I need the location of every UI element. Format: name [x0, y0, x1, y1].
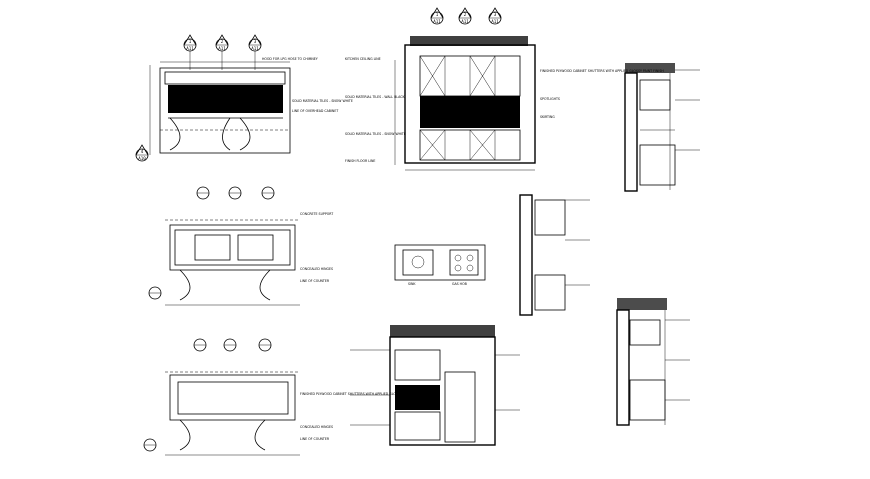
section-tag-top-3: 3 A11 — [488, 7, 502, 25]
svg-text:A11: A11 — [491, 19, 499, 24]
section-tag-3: 3 A11 — [248, 34, 262, 52]
section-view-3 — [616, 298, 690, 426]
svg-text:GAS HOB: GAS HOB — [452, 282, 467, 286]
svg-text:FINISHED PLYWOOD CABINET SHUTT: FINISHED PLYWOOD CABINET SHUTTERS WITH A… — [540, 69, 664, 73]
svg-text:FINISHED PLYWOOD CABINET SHUTT: FINISHED PLYWOOD CABINET SHUTTERS WITH A… — [300, 392, 424, 396]
section-view-2 — [519, 194, 590, 316]
svg-text:A11: A11 — [433, 19, 441, 24]
elevation-view-2 — [350, 325, 520, 446]
section-view-1 — [624, 63, 700, 192]
svg-text:SKIRTING: SKIRTING — [540, 115, 555, 119]
svg-text:3: 3 — [254, 39, 257, 44]
svg-text:1: 1 — [189, 39, 192, 44]
svg-text:A11: A11 — [461, 19, 469, 24]
svg-text:FINISH FLOOR LINE: FINISH FLOOR LINE — [345, 159, 375, 163]
svg-text:SOLID MATERIAL TILES - WALL BL: SOLID MATERIAL TILES - WALL BLACK — [345, 95, 405, 99]
plan-view-small: SINK GAS HOB — [394, 244, 486, 286]
svg-text:4: 4 — [141, 149, 144, 154]
plan-view-2: CONCRETE SUPPORT CONCEALED HINGES LINE O… — [148, 186, 333, 306]
section-tag-2: 2 A11 — [215, 34, 229, 52]
svg-text:CONCEALED HINGES: CONCEALED HINGES — [300, 267, 333, 271]
elevation-tag-4: 4 A10 — [135, 144, 149, 162]
svg-text:2: 2 — [464, 12, 467, 17]
svg-text:CONCEALED HINGES: CONCEALED HINGES — [300, 425, 333, 429]
svg-text:SOLID MATERIAL TILES - SNOW WH: SOLID MATERIAL TILES - SNOW WHITE — [345, 132, 406, 136]
svg-text:SINK: SINK — [408, 282, 416, 286]
svg-text:A11: A11 — [218, 46, 226, 51]
section-tag-1: 1 A11 — [183, 34, 197, 52]
elevation-view-1: 1 A11 2 A11 3 A11 KITCHE — [345, 7, 664, 171]
section-tag-top-1: 1 A11 — [430, 7, 444, 25]
svg-text:LINE OF COUNTER: LINE OF COUNTER — [300, 279, 330, 283]
svg-text:KITCHEN CEILING LINE: KITCHEN CEILING LINE — [345, 57, 381, 61]
plan-view-1: 1 A11 2 A11 3 A11 HOOD FOR LPG HO — [135, 34, 353, 162]
plan-view-3: FINISHED PLYWOOD CABINET SHUTTERS WITH A… — [143, 338, 424, 456]
svg-text:A11: A11 — [186, 46, 194, 51]
svg-text:SPOTLIGHTS: SPOTLIGHTS — [540, 97, 560, 101]
svg-text:CONCRETE SUPPORT: CONCRETE SUPPORT — [300, 212, 333, 216]
svg-text:3: 3 — [494, 12, 497, 17]
svg-text:2: 2 — [221, 39, 224, 44]
svg-text:LINE OF COUNTER: LINE OF COUNTER — [300, 437, 330, 441]
svg-text:A11: A11 — [251, 46, 259, 51]
svg-text:SOLID MATERIAL TILES - SNOW WH: SOLID MATERIAL TILES - SNOW WHITE — [292, 99, 353, 103]
svg-text:HOOD FOR LPG HOSE TO CHIMNEY: HOOD FOR LPG HOSE TO CHIMNEY — [262, 57, 318, 61]
svg-text:A10: A10 — [138, 156, 146, 161]
svg-text:1: 1 — [436, 12, 439, 17]
section-tag-top-2: 2 A11 — [458, 7, 472, 25]
svg-text:LINE OF OVERHEAD CABINET: LINE OF OVERHEAD CABINET — [292, 109, 338, 113]
